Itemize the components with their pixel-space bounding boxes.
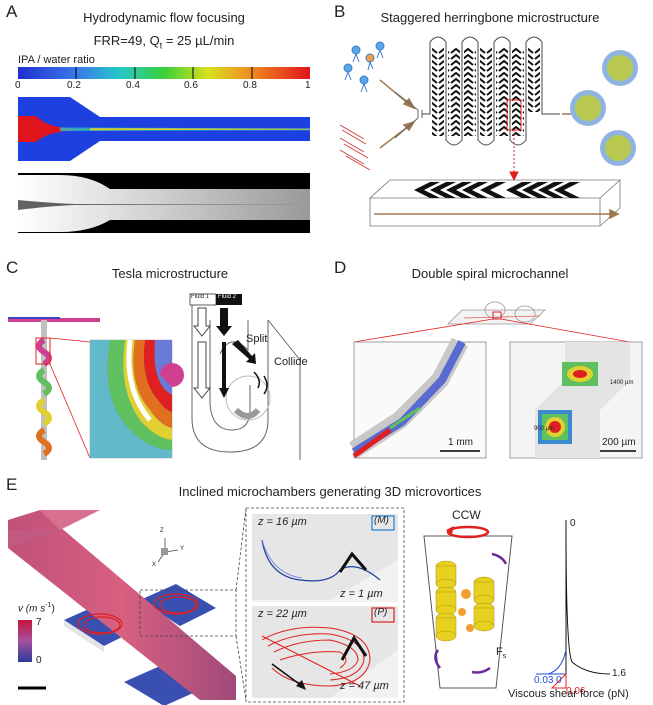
- inset-top: [252, 514, 398, 602]
- panel-c-title: Tesla microstructure: [111, 266, 229, 281]
- inset-bottom-z-top: z = 22 µm: [258, 608, 307, 620]
- colorbar-tick-0: 0: [15, 80, 21, 91]
- collide-arrows: [253, 371, 268, 395]
- flow-direction-arrow: [271, 663, 303, 687]
- panel-label-a: A: [6, 2, 18, 21]
- velocity-max-label: 7: [36, 617, 42, 628]
- force-line-black: [565, 523, 611, 675]
- axis-z-label: Z: [160, 528, 164, 534]
- spiral-zoom-box: [492, 311, 502, 320]
- collide-label: Collide: [274, 356, 308, 368]
- colorbar-tick-08: 0.8: [243, 80, 257, 91]
- force-line-red: [550, 672, 567, 689]
- axis-y-label: Y: [180, 546, 185, 552]
- fluid1-label: Fluid 1: [191, 294, 210, 300]
- zoom-arrow: [509, 130, 519, 182]
- cross-section-bottom: [538, 410, 572, 444]
- main-channel: [8, 510, 236, 700]
- tesla-schematic: [191, 300, 301, 460]
- panel-a-conditions: FRR=49, Qt = 25 µL/min: [93, 33, 235, 51]
- chamber-schematic: [423, 525, 513, 689]
- tesla-zoom-box: [35, 337, 51, 365]
- colorbar-label: IPA / water ratio: [18, 54, 95, 66]
- herringbone-serpentine: [422, 36, 560, 146]
- lipid-nanoparticles: [570, 50, 638, 166]
- ccw-arrow: [446, 525, 490, 539]
- panel-b-title: Staggered herringbone microstructure: [380, 10, 600, 25]
- flow-sim-grey: [18, 175, 310, 232]
- inset-bottom-z-bottom: z = 47 µm: [340, 680, 389, 692]
- dim-900-label: 900 µm: [534, 426, 555, 432]
- panel-e-figure: [8, 506, 611, 705]
- panel-label-b: B: [334, 2, 346, 21]
- colorbar: [18, 67, 310, 79]
- panel-d-figure: [349, 301, 643, 459]
- force-value-blue: 0.03: [534, 675, 554, 686]
- nucleic-acid-strands: [339, 124, 371, 171]
- vortex-arrows: [434, 552, 508, 674]
- fluid2-label: Fluid 2: [218, 294, 237, 300]
- herringbone-fill: [432, 48, 540, 136]
- panel-a-title: Hydrodynamic flow focusing: [83, 10, 245, 25]
- scale-200um-label: 200 µm: [602, 437, 636, 448]
- velocity-min-label: 0: [36, 655, 42, 666]
- panel-c-figure: [8, 293, 301, 460]
- velocity-label: v (m s-1): [18, 602, 55, 615]
- colorbar-tick-02: 0.2: [67, 80, 81, 91]
- inset-zoom-box: [139, 589, 237, 637]
- panel-a-figure: [18, 67, 310, 233]
- panel-label-d: D: [334, 258, 347, 277]
- zoom-chevrons: [414, 182, 580, 198]
- ccw-label: CCW: [452, 508, 481, 522]
- inset-bottom: [252, 606, 398, 698]
- inset-top-z-top: z = 16 µm: [258, 516, 307, 528]
- fluid1-arrows: [192, 307, 212, 399]
- inset-bottom-tag: (P): [374, 607, 388, 618]
- fluid2-arrows: [216, 308, 256, 398]
- force-value-black: 1.6: [612, 668, 626, 679]
- inlet-arrows: [379, 79, 416, 149]
- fs-label: Fs: [496, 646, 507, 661]
- force-value-blue-zero: 0: [556, 675, 562, 686]
- panel-label-e: E: [6, 475, 18, 494]
- spiral-device: [447, 301, 547, 325]
- colorbar-tick-1: 1: [305, 80, 311, 91]
- panel-d-title: Double spiral microchannel: [411, 266, 569, 281]
- cross-section-top: [562, 362, 598, 386]
- force-line-blue: [536, 649, 567, 675]
- zoom-flow-arrow: [374, 208, 620, 220]
- scale-1mm-label: 1 mm: [448, 437, 473, 448]
- colorbar-ticks: [75, 67, 253, 79]
- velocity-colorbar: [18, 620, 32, 662]
- tesla-channel: [36, 320, 52, 460]
- panel-b-figure: [339, 36, 638, 227]
- particle-stacks: [435, 560, 495, 642]
- panel-e-title: Inclined microchambers generating 3D mic…: [178, 484, 482, 499]
- colorbar-tick-04: 0.4: [126, 80, 140, 91]
- axis-glyph: [157, 538, 179, 563]
- inset-top-tag: (M): [374, 515, 389, 526]
- axis-x-label: X: [152, 562, 157, 568]
- recirculation-arrow: [233, 407, 261, 419]
- lipid-molecules: [343, 41, 385, 93]
- force-value-top: 0: [570, 518, 576, 529]
- force-value-red: 0.06: [566, 686, 586, 697]
- vortex-traces: [77, 593, 199, 635]
- orange-particles: [458, 589, 474, 632]
- dim-1400-label: 1400 µm: [610, 380, 634, 386]
- panel-label-c: C: [6, 258, 19, 277]
- fluid2-box: [216, 294, 242, 305]
- force-plot: [536, 520, 611, 689]
- force-axis-label-visible: Viscous shear force (pN): [508, 688, 629, 700]
- inset-top-z-bottom: z = 1 µm: [340, 588, 383, 600]
- split-label: Split: [246, 333, 268, 345]
- colorbar-tick-06: 0.6: [184, 80, 198, 91]
